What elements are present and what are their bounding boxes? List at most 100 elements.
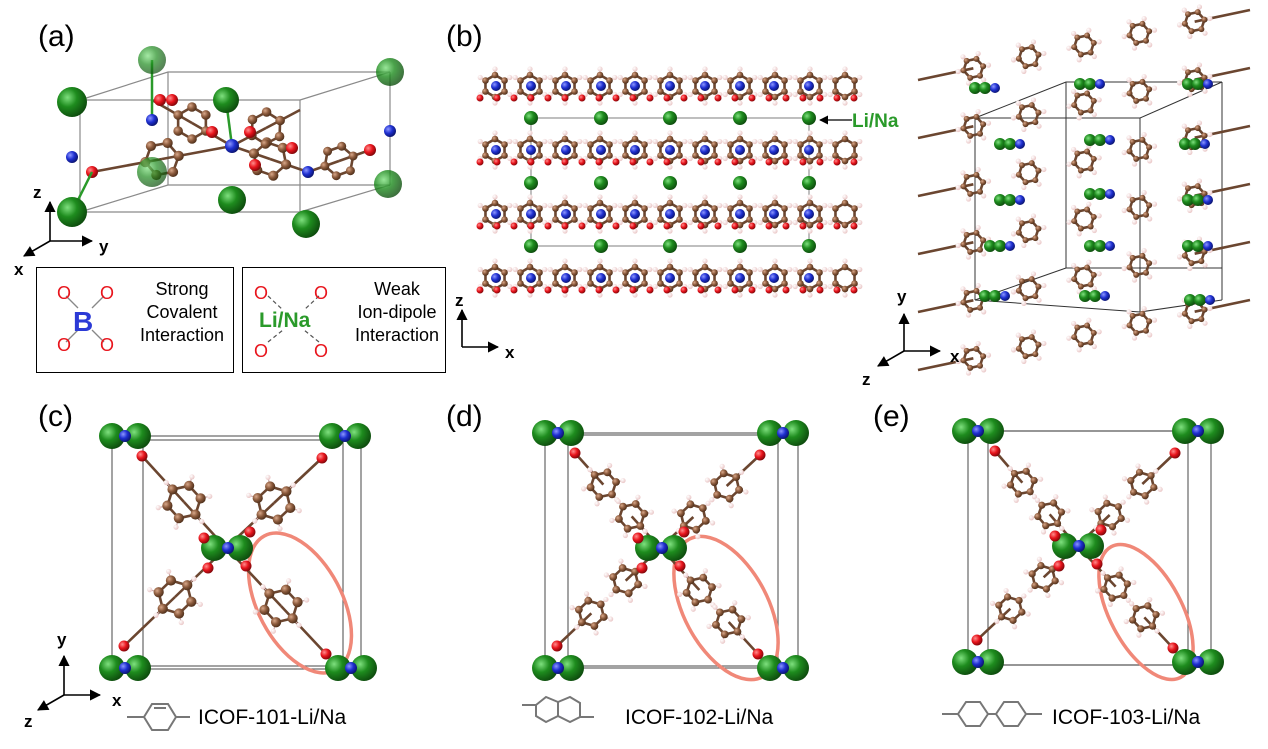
legend-lina-line1: Weak: [374, 279, 420, 299]
carbon-atom: [692, 216, 699, 223]
carbon-atom: [1090, 329, 1097, 336]
carbon-atom: [816, 77, 823, 84]
hydrogen-atom: [290, 482, 296, 488]
lina-atom: [1182, 240, 1194, 252]
lina-atom: [979, 82, 991, 94]
carbon-atom: [980, 353, 987, 360]
carbon-atom: [275, 115, 285, 126]
hydrogen-atom: [1028, 515, 1034, 521]
carbon-atom: [587, 152, 594, 159]
carbon-atom: [1143, 37, 1150, 44]
oxygen-atom: [544, 222, 552, 230]
hydrogen-atom: [737, 164, 743, 170]
boron-atom: [526, 209, 536, 219]
lina-atom: [1192, 240, 1204, 252]
hydrogen-atom: [757, 155, 763, 162]
lina-atom: [802, 111, 816, 125]
carbon-atom: [1074, 208, 1081, 215]
oxygen-atom: [799, 222, 807, 230]
hydrogen-atom: [827, 219, 833, 226]
hydrogen-atom: [1096, 155, 1102, 161]
hydrogen-atom: [981, 77, 987, 83]
carbon-atom: [657, 216, 664, 223]
axis-z-b-right: z: [862, 370, 871, 389]
hydrogen-atom: [1125, 597, 1131, 603]
oxygen-atom: [493, 94, 501, 102]
hydrogen-atom: [582, 266, 588, 273]
hydrogen-atom: [807, 258, 813, 264]
carbon-atom: [676, 280, 683, 287]
bond: [976, 607, 1012, 641]
boron-atom: [526, 81, 536, 91]
carbon-atom: [832, 216, 839, 223]
hydrogen-atom: [1059, 525, 1065, 532]
hydrogen-atom: [1013, 497, 1019, 503]
oxygen-atom: [249, 159, 261, 171]
axis-y-c: y: [57, 630, 67, 649]
bond: [161, 144, 233, 161]
hydrogen-atom: [695, 534, 701, 540]
carbon-atom: [1184, 185, 1191, 192]
oxygen-atom: [748, 286, 756, 294]
carbon-atom: [248, 148, 260, 159]
hydrogen-atom: [582, 138, 588, 145]
hydrogen-atom: [965, 196, 972, 202]
lina-atom: [558, 655, 584, 681]
legend-boron-o2: O: [100, 283, 114, 303]
lina-pointer-label: Li/Na: [852, 111, 899, 132]
boron-atom: [972, 425, 984, 437]
oxygen-atom: [714, 94, 722, 102]
hydrogen-atom: [757, 266, 763, 273]
carbon-atom: [1035, 225, 1042, 232]
carbon-atom: [1015, 596, 1023, 605]
carbon-atom: [1087, 107, 1094, 114]
hydrogen-atom: [1176, 254, 1183, 260]
hydrogen-atom: [1107, 601, 1113, 608]
hydrogen-atom: [1065, 508, 1071, 514]
carbon-atom: [277, 142, 288, 153]
lina-atom: [757, 655, 783, 681]
hydrogen-atom: [1121, 323, 1127, 330]
hydrogen-atom: [562, 66, 568, 72]
hydrogen-atom: [1147, 596, 1153, 603]
legend-lina-line2: Ion-dipole: [357, 302, 437, 322]
carbon-atom: [677, 509, 685, 518]
carbon-atom: [816, 152, 823, 159]
carbon-atom: [1051, 577, 1059, 585]
carbon-atom: [517, 216, 524, 223]
carbon-atom: [1022, 295, 1029, 302]
oxygen-atom: [663, 286, 671, 294]
carbon-atom: [727, 205, 734, 212]
carbon-atom: [1084, 264, 1091, 271]
oxygen-atom: [202, 562, 214, 574]
carbon-atom: [781, 77, 788, 84]
hydrogen-atom: [857, 74, 863, 81]
hydrogen-atom: [1010, 115, 1017, 121]
carbon-atom: [641, 141, 648, 148]
lina-atom: [532, 420, 558, 446]
boron-atom: [491, 273, 501, 283]
oxygen-atom: [765, 158, 773, 166]
carbon-atom: [963, 347, 970, 354]
hydrogen-atom: [1076, 57, 1082, 63]
hydrogen-atom: [252, 518, 258, 524]
carbon-atom: [631, 263, 639, 271]
carbon-atom: [641, 152, 648, 159]
hydrogen-atom: [1021, 358, 1027, 365]
carbon-atom: [1042, 585, 1051, 593]
hydrogen-atom: [842, 228, 848, 234]
carbon-atom: [285, 502, 296, 514]
hydrogen-atom: [617, 74, 623, 81]
hydrogen-atom: [512, 74, 518, 81]
carbon-atom: [960, 299, 967, 306]
hydrogen-atom: [1181, 7, 1187, 13]
carbon-atom: [1143, 211, 1150, 218]
carbon-atom: [1129, 616, 1137, 624]
carbon-atom: [517, 280, 524, 287]
hydrogen-atom: [792, 219, 798, 226]
hydrogen-atom: [1147, 332, 1153, 338]
carbon-atom: [622, 88, 629, 95]
carbon-atom: [162, 500, 173, 511]
carbon-atom: [711, 88, 718, 95]
lina-atom: [994, 240, 1006, 252]
